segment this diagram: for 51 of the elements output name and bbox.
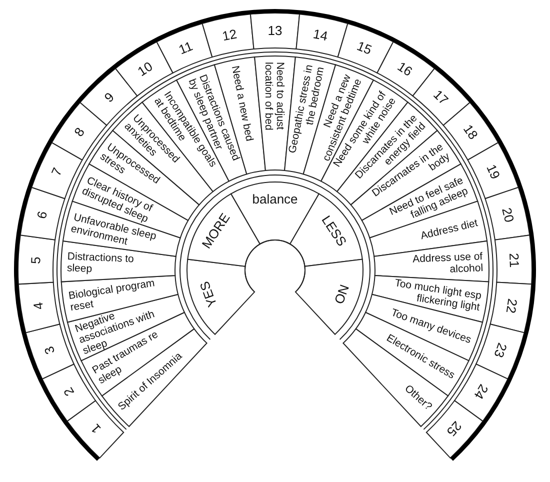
sector-number: 14 — [312, 26, 330, 44]
chart-sector — [186, 258, 256, 335]
sector-number: 25 — [444, 418, 465, 440]
sector-number: 22 — [503, 298, 520, 314]
sector-number: 1 — [88, 421, 104, 436]
sector-number: 5 — [28, 256, 44, 264]
sector-number: 16 — [394, 58, 416, 80]
sector-number: 12 — [220, 26, 238, 44]
sector-number: 7 — [48, 165, 65, 178]
sector-number: 21 — [506, 252, 522, 268]
number-cell — [20, 186, 66, 240]
sector-number: 2 — [60, 384, 78, 399]
chart-sector — [294, 258, 364, 335]
number-cell — [202, 14, 254, 58]
number-cell — [476, 324, 525, 380]
sector-number: 19 — [484, 162, 504, 182]
number-cell — [31, 142, 83, 200]
sector-number: 13 — [268, 23, 282, 38]
number-cell — [18, 234, 56, 285]
sector-number: 17 — [430, 86, 452, 108]
sector-number: 20 — [499, 206, 518, 224]
sector-label: Address use of alcohol — [412, 250, 484, 276]
sector-number: 18 — [460, 122, 481, 142]
sector-number: 3 — [41, 344, 58, 356]
sector-label: Need to adjust location of bed — [262, 62, 286, 130]
sector-number: 9 — [101, 89, 117, 106]
sector-number: 15 — [354, 38, 374, 58]
sector-label: Address diet — [419, 217, 479, 242]
sector-label: balance — [252, 192, 298, 206]
number-cell — [454, 364, 508, 422]
number-cell — [467, 142, 519, 200]
number-cell — [25, 324, 74, 380]
sector-number: 10 — [134, 58, 156, 80]
sector-number: 23 — [491, 340, 510, 360]
number-cell — [250, 12, 300, 50]
sector-number: 8 — [71, 124, 88, 140]
number-cell — [296, 14, 348, 58]
sector-label: Distractions to sleep — [66, 250, 134, 276]
sector-number: 11 — [176, 38, 195, 58]
sector-number: 6 — [34, 210, 50, 220]
sector-label: YES — [196, 280, 220, 310]
sector-label: NO — [331, 282, 352, 306]
number-cell — [484, 186, 530, 240]
sector-number: 4 — [30, 301, 46, 311]
number-cell — [156, 23, 213, 74]
number-cell — [490, 282, 532, 334]
chart-sector — [230, 182, 320, 245]
number-cell — [18, 282, 60, 334]
number-cell — [494, 234, 532, 285]
number-cell — [337, 23, 394, 74]
sector-number: 24 — [471, 382, 492, 402]
